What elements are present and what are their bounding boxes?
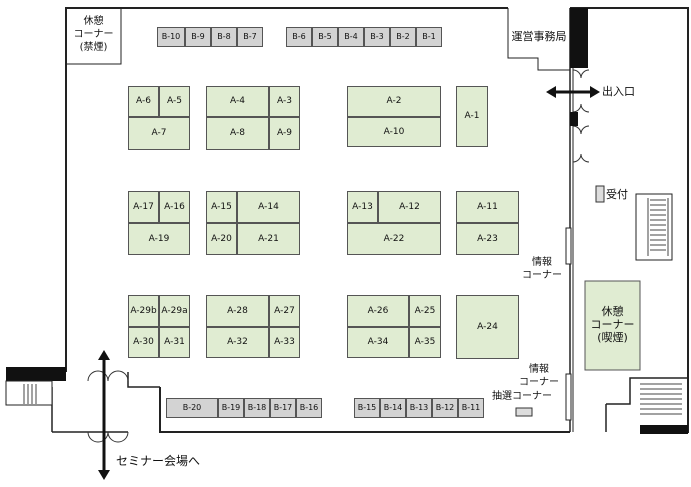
booth-A-10[interactable]: A-10	[347, 117, 441, 147]
booth-B-3[interactable]: B-3	[364, 27, 390, 47]
booth-A-29b[interactable]: A-29b	[128, 295, 159, 327]
booth-A-14[interactable]: A-14	[237, 191, 300, 223]
booth-A-29a[interactable]: A-29a	[159, 295, 190, 327]
booth-B-5[interactable]: B-5	[312, 27, 338, 47]
booth-B-8[interactable]: B-8	[211, 27, 237, 47]
wall-segment	[6, 367, 66, 381]
booth-A-11[interactable]: A-11	[456, 191, 519, 223]
booth-B-7[interactable]: B-7	[237, 27, 263, 47]
info-corner-label-upper: 情報 コーナー	[522, 257, 562, 281]
booth-A-20[interactable]: A-20	[206, 223, 237, 255]
booth-B-14[interactable]: B-14	[380, 398, 406, 418]
booth-A-7[interactable]: A-7	[128, 117, 190, 150]
booth-A-4[interactable]: A-4	[206, 86, 269, 117]
reception-label: 受付	[606, 188, 628, 201]
booth-A-5[interactable]: A-5	[159, 86, 190, 117]
booth-B-4[interactable]: B-4	[338, 27, 364, 47]
booth-B-12[interactable]: B-12	[432, 398, 458, 418]
booth-B-9[interactable]: B-9	[185, 27, 211, 47]
booth-A-8[interactable]: A-8	[206, 117, 269, 150]
booth-A-1[interactable]: A-1	[456, 86, 488, 147]
booth-A-19[interactable]: A-19	[128, 223, 190, 255]
seminar-arrow-icon	[98, 350, 110, 480]
booth-B-10[interactable]: B-10	[157, 27, 185, 47]
booth-A-16[interactable]: A-16	[159, 191, 190, 223]
booth-A-24[interactable]: A-24	[456, 295, 519, 359]
booth-A-15[interactable]: A-15	[206, 191, 237, 223]
lottery-corner-label: 抽選コーナー	[492, 391, 552, 402]
booth-B-17[interactable]: B-17	[270, 398, 296, 418]
booth-A-12[interactable]: A-12	[378, 191, 441, 223]
booth-B-6[interactable]: B-6	[286, 27, 312, 47]
booth-A-21[interactable]: A-21	[237, 223, 300, 255]
booth-B-13[interactable]: B-13	[406, 398, 432, 418]
booth-B-18[interactable]: B-18	[244, 398, 270, 418]
booth-A-17[interactable]: A-17	[128, 191, 159, 223]
booth-A-32[interactable]: A-32	[206, 327, 269, 358]
booth-A-23[interactable]: A-23	[456, 223, 519, 255]
booth-A-22[interactable]: A-22	[347, 223, 441, 255]
booth-A-34[interactable]: A-34	[347, 327, 409, 358]
office-label: 運営事務局	[511, 30, 567, 43]
reception-desk	[595, 185, 605, 203]
booth-B-16[interactable]: B-16	[296, 398, 322, 418]
info-corner-label-lower: 情報 コーナー	[519, 364, 559, 388]
smoking-rest-area	[584, 280, 641, 371]
booth-B-15[interactable]: B-15	[354, 398, 380, 418]
booth-A-13[interactable]: A-13	[347, 191, 378, 223]
booth-A-27[interactable]: A-27	[269, 295, 300, 327]
booth-A-25[interactable]: A-25	[409, 295, 441, 327]
booth-A-33[interactable]: A-33	[269, 327, 300, 358]
rest-corner-nonsmoking-label: 休憩 コーナー (禁煙)	[73, 16, 114, 53]
booth-B-2[interactable]: B-2	[390, 27, 416, 47]
booth-A-28[interactable]: A-28	[206, 295, 269, 327]
booth-B-11[interactable]: B-11	[458, 398, 484, 418]
booth-A-30[interactable]: A-30	[128, 327, 159, 358]
booth-B-20[interactable]: B-20	[166, 398, 218, 418]
booth-A-2[interactable]: A-2	[347, 86, 441, 117]
booth-B-1[interactable]: B-1	[416, 27, 442, 47]
seminar-direction-label: セミナー会場へ	[116, 454, 201, 468]
booth-A-6[interactable]: A-6	[128, 86, 159, 117]
booth-A-26[interactable]: A-26	[347, 295, 409, 327]
entrance-arrow-icon	[546, 86, 600, 98]
lottery-box	[515, 407, 533, 417]
booth-A-9[interactable]: A-9	[269, 117, 300, 150]
entrance-label: 出入口	[602, 85, 635, 98]
booth-A-3[interactable]: A-3	[269, 86, 300, 117]
booth-A-31[interactable]: A-31	[159, 327, 190, 358]
rest-corner-smoking-label: 休憩 コーナー (喫煙)	[590, 305, 635, 344]
booth-A-35[interactable]: A-35	[409, 327, 441, 358]
booth-B-19[interactable]: B-19	[218, 398, 244, 418]
